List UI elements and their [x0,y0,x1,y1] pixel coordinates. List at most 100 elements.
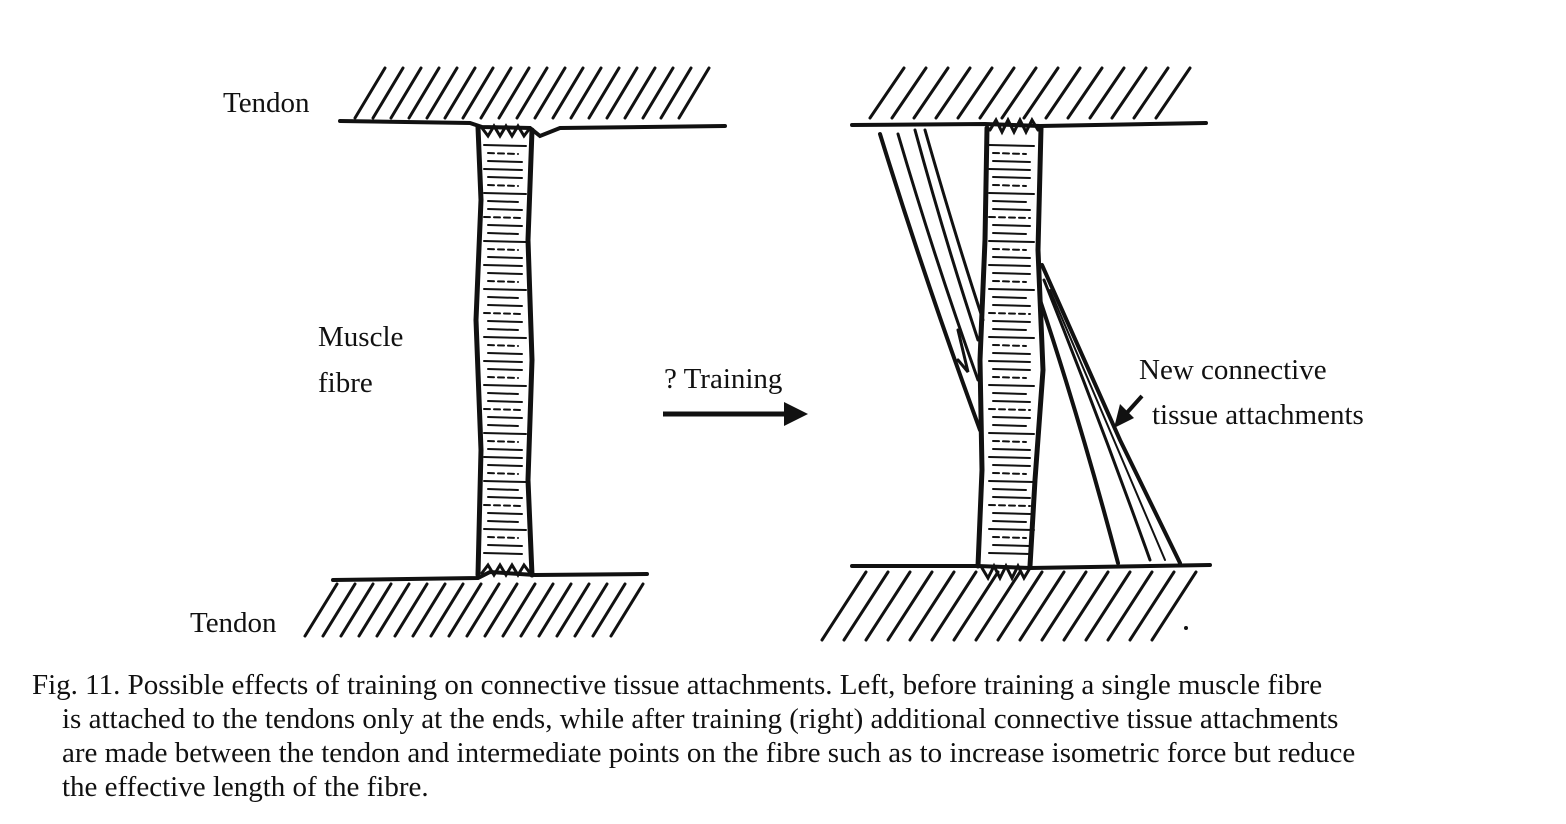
striation-line [487,512,523,515]
hatch-stroke [573,582,609,638]
striation-line [992,472,1027,475]
striation-line [487,488,519,491]
striation-line [992,464,1031,467]
hatch-stroke [978,66,1016,120]
striation-line [483,528,527,531]
striation-line [988,504,1031,507]
striation-line [992,208,1031,211]
striation-line [988,552,1031,555]
hatch-stroke [820,570,868,642]
stray-dot [1184,626,1188,630]
hatch-stroke [1022,66,1060,120]
striation-line [487,208,523,211]
hatch-stroke [912,66,950,120]
striation-line [483,456,523,459]
striation-line [992,488,1027,491]
striation-line [487,440,519,443]
striation-line [483,312,523,315]
striation-line [992,256,1031,259]
left-bottom-tendon-line [331,569,649,582]
right-bottom-attachment-zigzag [980,562,1032,582]
caption-line-2: is attached to the tendons only at the e… [62,703,1339,735]
caption-line-3: are made between the tendon and intermed… [62,737,1356,769]
hatch-stroke [533,66,567,120]
striation-line [487,176,523,179]
hatch-stroke [842,570,890,642]
striation-line [988,168,1031,171]
hatch-stroke [623,66,657,120]
right-top-attachment-zigzag [988,116,1040,136]
striation-line [992,176,1031,179]
striation-line [988,240,1035,243]
striation-line [992,304,1031,307]
striation-line [487,152,519,155]
hatch-stroke [890,66,928,120]
hatch-stroke [908,570,956,642]
striation-line [988,480,1035,483]
training-label: ? Training [664,363,783,395]
hatch-stroke [551,66,585,120]
striation-line [487,200,519,203]
hatch-stroke [868,66,906,120]
striation-line [487,448,523,451]
hatch-stroke [1044,66,1082,120]
striation-line [483,504,523,507]
left-bottom-attachment-zigzag [480,562,532,578]
hatch-stroke [519,582,555,638]
striation-line [992,496,1031,499]
striation-line [483,360,523,363]
hatch-stroke [952,570,1000,642]
striation-line [487,296,519,299]
hatch-stroke [659,66,693,120]
right-top-tendon-hatching [868,66,1192,120]
striation-line [992,352,1031,355]
striation-line [992,520,1027,523]
striation-line [487,256,523,259]
hatch-stroke [429,582,465,638]
hatch-stroke [1088,66,1126,120]
striation-line [992,232,1027,235]
striation-line [487,536,519,539]
muscle-fibre-label-line1: Muscle [318,321,404,353]
hatch-stroke [483,582,519,638]
new-connective-label-line1: New connective [1139,354,1327,386]
striation-line [483,288,527,291]
hatch-stroke [321,582,357,638]
striation-line [487,304,523,307]
hatch-stroke [996,570,1044,642]
left-muscle-fibre-outline [473,124,535,578]
striation-line [483,168,523,171]
striation-line [483,192,527,195]
striation-line [487,368,523,371]
striation-line [988,144,1035,147]
striation-line [992,448,1031,451]
striation-line [992,328,1027,331]
striation-line [988,312,1031,315]
muscle-fibre-diagram [303,66,1212,642]
hatch-stroke [411,582,447,638]
hatch-stroke [497,66,531,120]
hatch-stroke [303,582,339,638]
hatch-stroke [609,582,645,638]
hatch-stroke [353,66,387,120]
striation-line [992,536,1027,539]
striation-line [487,496,523,499]
hatch-stroke [1132,66,1170,120]
striation-line [992,224,1031,227]
striation-line [988,384,1035,387]
right-muscle-fibre-outline [975,125,1046,569]
hatch-stroke [930,570,978,642]
hatch-stroke [465,582,501,638]
hatch-stroke [569,66,603,120]
tendon-bottom-label: Tendon [190,607,277,639]
hatch-stroke [447,582,483,638]
striation-line [992,392,1027,395]
striation-line [992,400,1031,403]
hatch-stroke [956,66,994,120]
hatch-stroke [407,66,441,120]
striation-line [487,272,523,275]
striation-line [988,288,1035,291]
new-attachment-band-left [878,128,985,432]
striation-line [487,544,523,547]
striation-line [487,280,519,283]
